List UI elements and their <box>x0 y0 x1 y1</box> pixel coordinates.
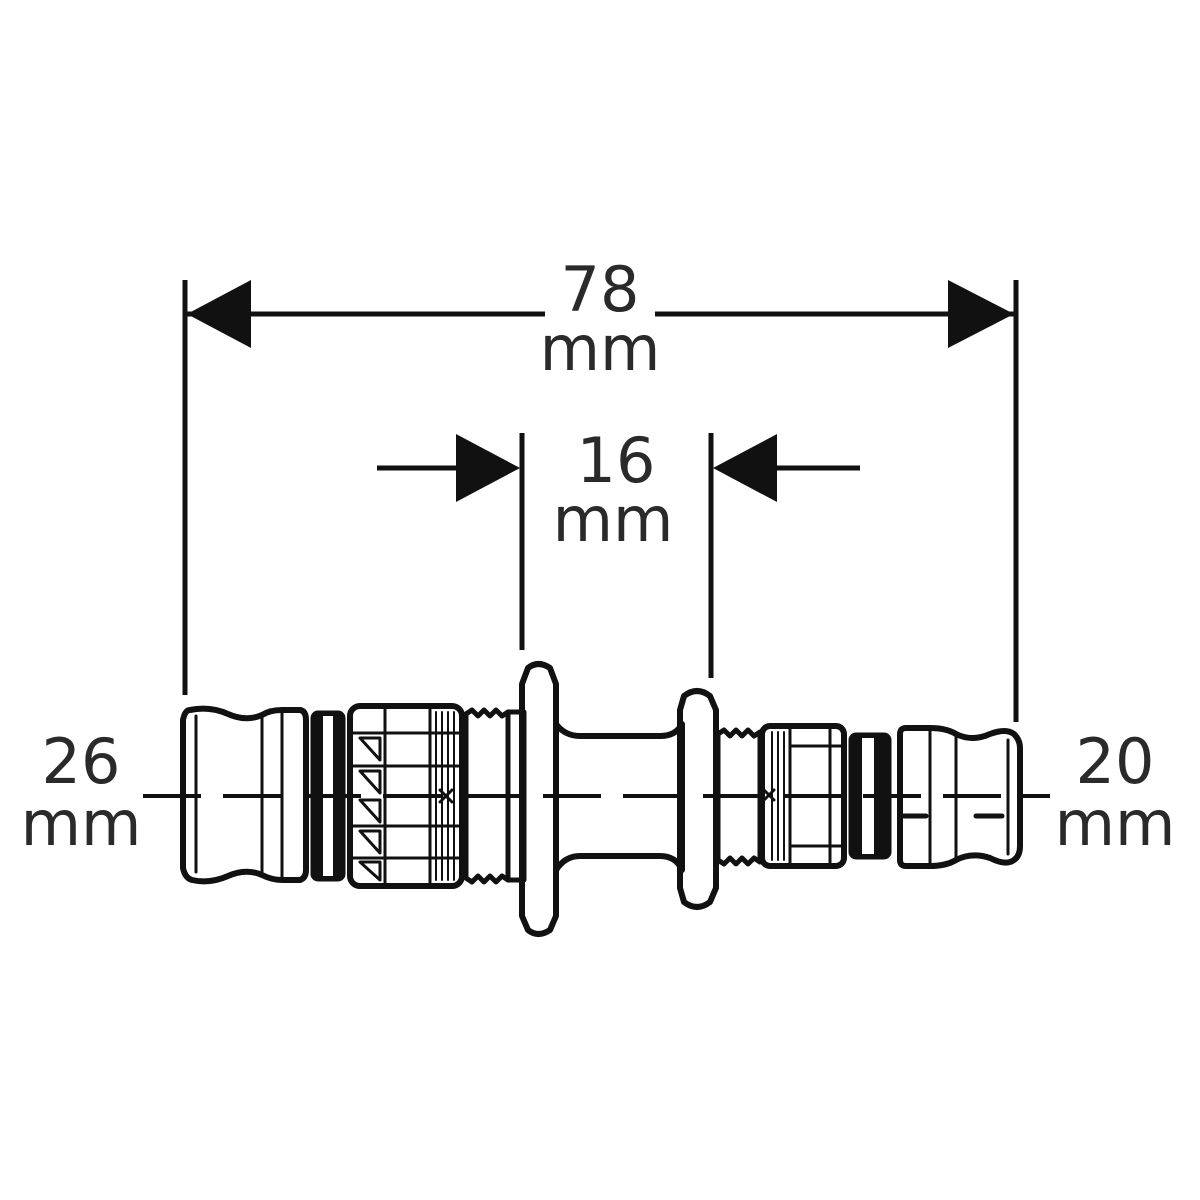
left-pipe-end <box>180 705 309 885</box>
inner-length-dimension <box>377 433 860 678</box>
overall-length-dimension <box>182 280 1019 722</box>
overall-length-value: 78 <box>561 253 640 326</box>
overall-arrow-right <box>948 280 1014 348</box>
left-diameter-value: 26 <box>42 725 121 798</box>
right-flange <box>677 688 719 910</box>
right-diameter-unit: mm <box>1055 787 1176 860</box>
inner-length-unit: mm <box>553 483 674 556</box>
reducer-fitting <box>180 661 1023 937</box>
right-sleeve-x-mark <box>762 788 776 802</box>
overall-length-unit: mm <box>540 312 661 385</box>
right-pipe-end <box>897 725 1023 869</box>
inner-length-value: 16 <box>577 424 656 497</box>
left-diameter-unit: mm <box>21 787 142 860</box>
inner-arrow-right <box>713 434 777 502</box>
right-diameter-value: 20 <box>1076 725 1155 798</box>
right-press-sleeve <box>759 723 847 869</box>
overall-arrow-left <box>187 280 251 348</box>
left-flange <box>519 661 559 937</box>
left-sleeve-window-marks <box>358 736 454 882</box>
inner-arrow-left <box>456 434 520 502</box>
right-sleeve-knurl <box>771 731 785 861</box>
